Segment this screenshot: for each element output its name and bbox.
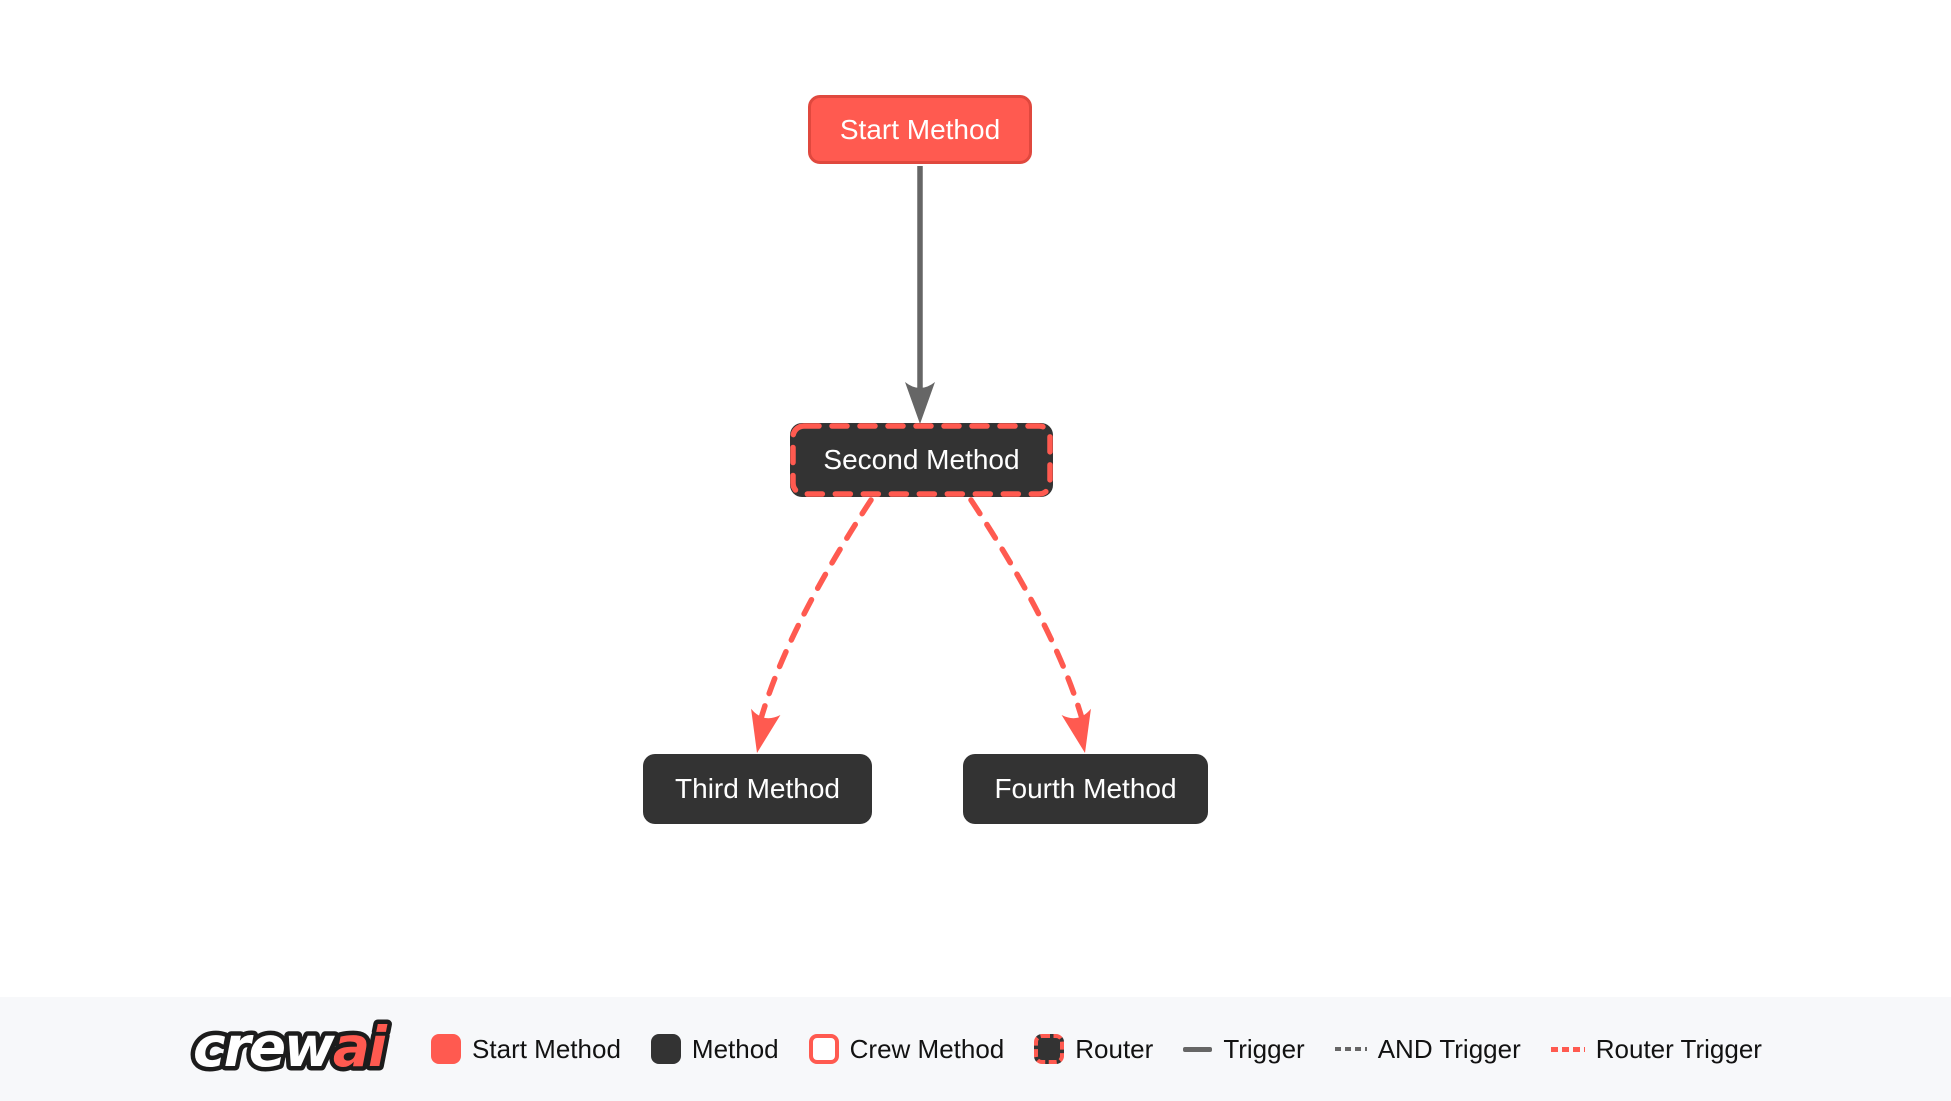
legend-item-trigger: Trigger [1183, 1033, 1305, 1065]
legend-label-router: Router [1075, 1033, 1154, 1064]
crew-method-swatch-icon [808, 1034, 839, 1064]
legend-label-crew-method: Crew Method [849, 1033, 1005, 1064]
legend-item-crew-method: Crew Method [808, 1033, 1005, 1065]
legend-item-router: Router [1034, 1034, 1153, 1065]
start-method-swatch-icon [431, 1034, 462, 1064]
legend-item-start-method: Start Method [431, 1034, 621, 1065]
node-second-method-label: Second Method [823, 444, 1020, 475]
legend-label-router-trigger: Router Trigger [1595, 1033, 1762, 1064]
legend-item-and-trigger: AND Trigger [1334, 1033, 1521, 1065]
edge-router-second-to-third [757, 497, 874, 725]
edge-router-arrowhead-fourth [1061, 708, 1091, 753]
legend-label-and-trigger: AND Trigger [1377, 1033, 1521, 1064]
and-trigger-dashed-line-icon [1334, 1047, 1367, 1051]
node-third-method-label: Third Method [675, 773, 840, 804]
legend-label-method: Method [691, 1033, 779, 1064]
logo-text-crew: crew [193, 1015, 335, 1079]
crewai-logo: crewai [189, 1011, 395, 1084]
legend-bar: crewai Start Method Method Crew Method R… [0, 997, 1951, 1101]
legend-label-trigger: Trigger [1223, 1033, 1305, 1064]
logo-text-ai: ai [333, 1015, 388, 1079]
edges-layer [751, 166, 1091, 753]
node-start-method-label: Start Method [839, 113, 1001, 145]
flow-diagram-canvas[interactable]: Start Method Second Method Third Method … [0, 0, 1951, 998]
router-swatch-icon [1034, 1034, 1065, 1064]
node-start-method[interactable]: Start Method [808, 95, 1032, 164]
legend-item-router-trigger: Router Trigger [1550, 1033, 1762, 1065]
router-trigger-dashed-line-icon [1550, 1046, 1585, 1052]
legend-label-start-method: Start Method [472, 1033, 621, 1064]
trigger-line-icon [1183, 1046, 1213, 1052]
legend-item-method: Method [650, 1033, 779, 1065]
edge-router-second-to-fourth [968, 497, 1086, 725]
edge-trigger-arrowhead [905, 382, 935, 424]
node-second-method-router[interactable]: Second Method [790, 423, 1053, 497]
method-swatch-icon [650, 1034, 681, 1064]
edge-router-arrowhead-third [751, 708, 781, 753]
node-fourth-method[interactable]: Fourth Method [963, 754, 1208, 824]
node-fourth-method-label: Fourth Method [994, 773, 1177, 804]
node-third-method[interactable]: Third Method [643, 754, 872, 824]
svg-text:crewai: crewai [193, 1015, 388, 1079]
